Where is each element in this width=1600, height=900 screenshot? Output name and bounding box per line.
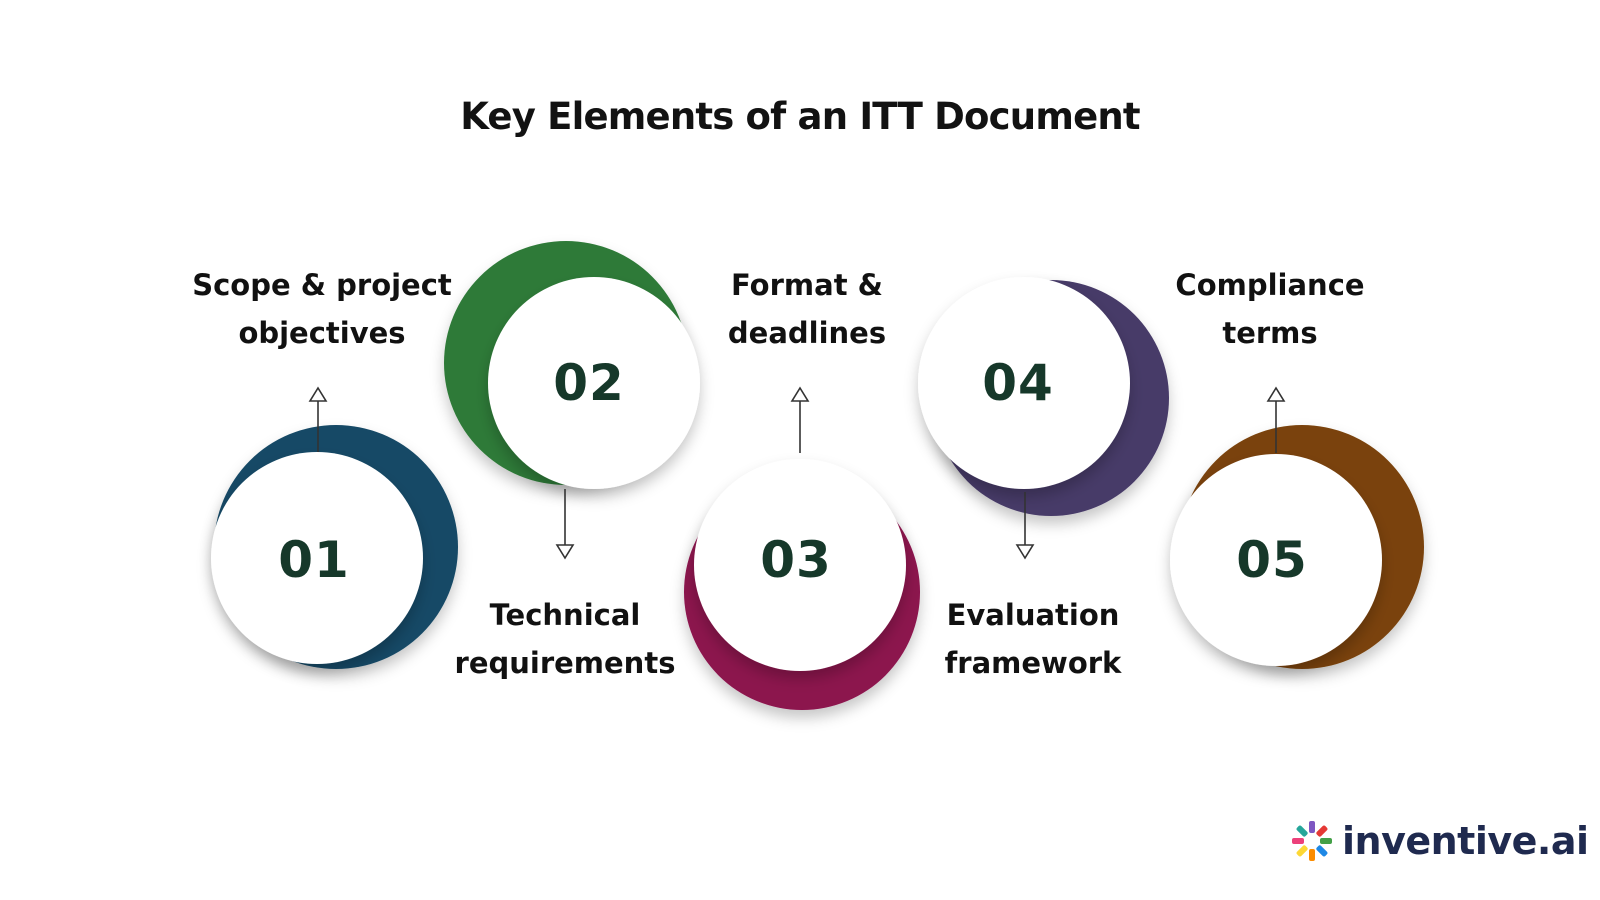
step-03-label-line2: deadlines	[727, 316, 887, 350]
step-02: 02	[444, 241, 700, 560]
step-04: 04	[918, 277, 1169, 560]
step-03-circle	[694, 459, 906, 671]
step-03-label: Format & deadlines	[667, 261, 947, 357]
step-05: 05	[1170, 386, 1424, 669]
step-01-label-line1: Scope & project	[192, 268, 452, 302]
step-01-label-line2: objectives	[238, 316, 406, 350]
step-03-number: 03	[760, 531, 832, 589]
step-04-circle	[918, 277, 1130, 489]
brand-logo: inventive.ai	[1288, 816, 1589, 866]
step-05-circle	[1170, 454, 1382, 666]
step-02-label-line2: requirements	[454, 646, 676, 680]
step-02-circle	[488, 277, 700, 489]
step-05-label-line2: terms	[1222, 316, 1318, 350]
step-04-label: Evaluation framework	[893, 591, 1173, 687]
step-05-label: Compliance terms	[1130, 261, 1410, 357]
step-01-number: 01	[278, 531, 350, 589]
step-01: 01	[211, 386, 458, 669]
step-04-label-line2: framework	[944, 646, 1122, 680]
arrow-up-icon	[790, 386, 810, 453]
pinwheel-logo-icon	[1292, 821, 1332, 861]
step-05-number: 05	[1236, 531, 1308, 589]
step-03: 03	[684, 386, 920, 710]
step-01-label: Scope & project objectives	[182, 261, 462, 357]
step-02-number: 02	[553, 354, 625, 412]
diagram-title: Key Elements of an ITT Document	[460, 95, 1140, 138]
arrow-down-icon	[555, 489, 575, 560]
step-03-label-line1: Format &	[731, 268, 883, 302]
arrow-up-icon	[308, 386, 328, 452]
arrow-up-icon	[1266, 386, 1286, 453]
arrow-down-icon	[1015, 492, 1035, 560]
step-01-circle	[211, 452, 423, 664]
step-04-number: 04	[982, 354, 1054, 412]
step-02-label-line1: Technical	[489, 598, 641, 632]
step-05-label-line1: Compliance	[1175, 268, 1365, 302]
step-02-label: Technical requirements	[425, 591, 705, 687]
brand-logo-text: inventive.ai	[1342, 819, 1589, 863]
step-04-label-line1: Evaluation	[946, 598, 1120, 632]
